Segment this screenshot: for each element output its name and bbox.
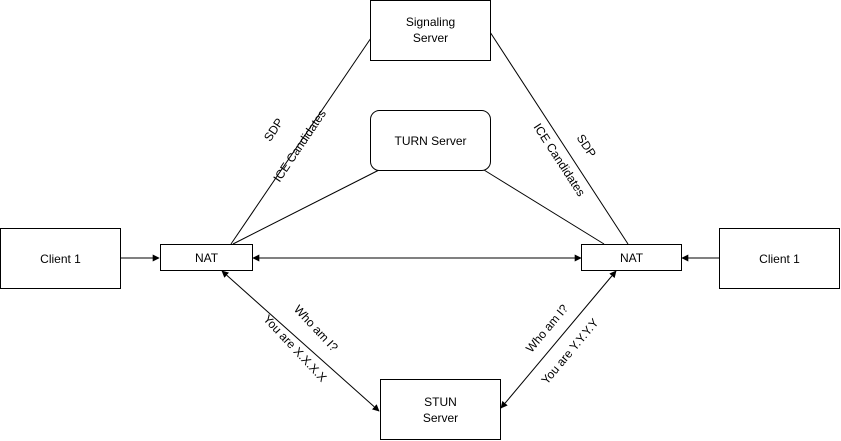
nat-right-label: NAT bbox=[620, 251, 644, 265]
edge-nat-left-signaling bbox=[230, 37, 372, 245]
right-sdp-label: SDP bbox=[574, 132, 599, 160]
stun-server-box bbox=[380, 379, 501, 440]
turn-server-box bbox=[370, 110, 491, 171]
nat-left-box bbox=[160, 244, 253, 271]
arrow-nat-right-stun bbox=[500, 270, 617, 409]
nat-left-label: NAT bbox=[195, 251, 219, 265]
right-ice-candidates-label: ICE Candidates bbox=[531, 121, 589, 199]
client-left-label: Client 1 bbox=[40, 252, 81, 266]
arrow-nat-left-stun bbox=[221, 270, 380, 412]
signaling-server-label-line1: Signaling bbox=[406, 15, 455, 29]
signaling-server-label-line2: Server bbox=[413, 31, 448, 45]
signaling-server-box bbox=[370, 0, 491, 61]
stun-server-label-line2: Server bbox=[423, 411, 458, 425]
edge-nat-left-turn bbox=[232, 169, 380, 245]
stun-server-label-line1: STUN bbox=[424, 395, 457, 409]
edge-nat-right-signaling bbox=[489, 31, 629, 245]
edge-nat-right-turn bbox=[483, 169, 605, 245]
nat-right-box bbox=[581, 244, 682, 271]
client-left-box bbox=[0, 228, 121, 289]
client-right-box bbox=[719, 228, 840, 289]
left-sdp-label: SDP bbox=[261, 116, 286, 144]
turn-server-label: TURN Server bbox=[394, 134, 466, 148]
client-right-label: Client 1 bbox=[759, 252, 800, 266]
